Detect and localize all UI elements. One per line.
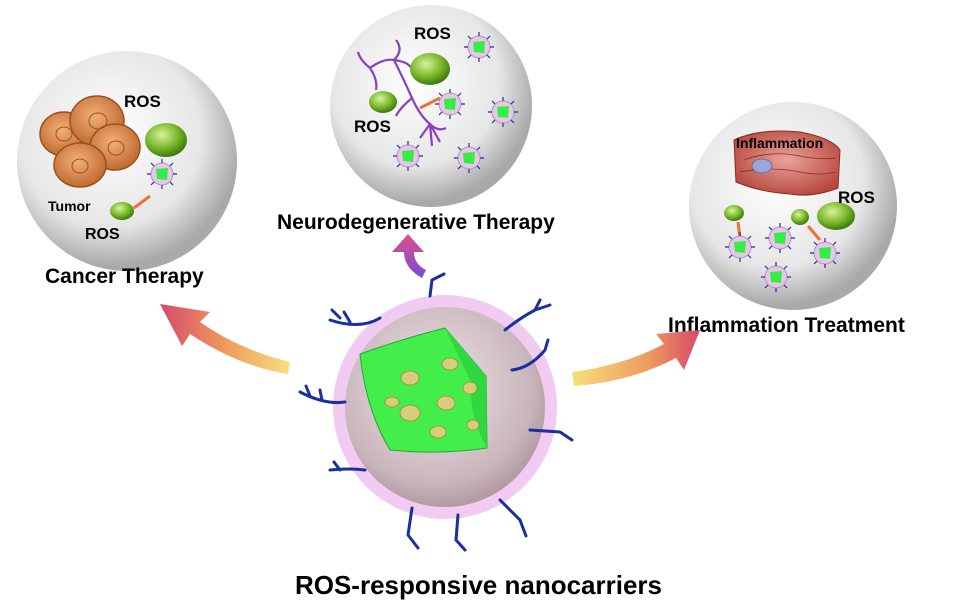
tumor-cells bbox=[39, 95, 141, 188]
reaction-arrow bbox=[419, 96, 441, 110]
neuron bbox=[356, 39, 447, 147]
inflammation-ros-label: ROS bbox=[838, 188, 875, 207]
inflammation-panel: Inflammation ROS bbox=[689, 102, 897, 310]
nanocarrier-icon bbox=[146, 158, 178, 190]
cancer-panel: ROS Tumor ROS bbox=[17, 51, 237, 271]
surface-ligands bbox=[298, 272, 574, 552]
neuro-ros-label-1: ROS bbox=[414, 24, 451, 43]
core-pores bbox=[384, 357, 480, 439]
ros-particle bbox=[410, 53, 450, 85]
inflammation-label: Inflammation bbox=[736, 135, 823, 151]
neuro-panel: ROS ROS bbox=[330, 5, 532, 207]
ros-particle bbox=[791, 209, 809, 225]
nanocarrier-icon bbox=[724, 231, 756, 263]
inflammation-caption: Inflammation Treatment bbox=[668, 314, 905, 337]
cancer-tumor-label: Tumor bbox=[48, 198, 91, 214]
central-nanocarrier bbox=[298, 272, 574, 552]
reaction-arrow bbox=[133, 194, 151, 210]
nanocarrier-icon bbox=[434, 88, 466, 120]
ros-particle bbox=[110, 202, 134, 220]
ros-particle bbox=[145, 123, 187, 157]
cancer-ros-label-2: ROS bbox=[85, 226, 120, 243]
nanocarrier-icon bbox=[760, 261, 792, 293]
arrow-to-neuro bbox=[392, 234, 426, 278]
tissue-texture bbox=[739, 153, 837, 175]
cancer-ros-label-1: ROS bbox=[124, 92, 161, 111]
nanocarrier-icon bbox=[764, 222, 796, 254]
inflamed-tissue bbox=[733, 130, 841, 196]
core-side-face bbox=[445, 328, 487, 448]
nanocarrier-icon bbox=[453, 142, 485, 174]
nanocarrier-icon bbox=[487, 96, 519, 128]
nanocarrier-icon bbox=[463, 31, 495, 63]
arrow-to-inflammation bbox=[572, 330, 700, 386]
cancer-caption: Cancer Therapy bbox=[45, 265, 204, 288]
ros-particle bbox=[817, 202, 855, 230]
main-title: ROS-responsive nanocarriers bbox=[295, 570, 662, 600]
neuro-caption: Neurodegenerative Therapy bbox=[277, 211, 555, 234]
ros-particle bbox=[369, 91, 397, 113]
ros-particle bbox=[724, 205, 744, 221]
nanocarrier-icon bbox=[809, 237, 841, 269]
arrow-to-cancer bbox=[160, 304, 290, 374]
nanocarrier-icon bbox=[392, 140, 424, 172]
neuro-ros-label-2: ROS bbox=[354, 117, 391, 136]
